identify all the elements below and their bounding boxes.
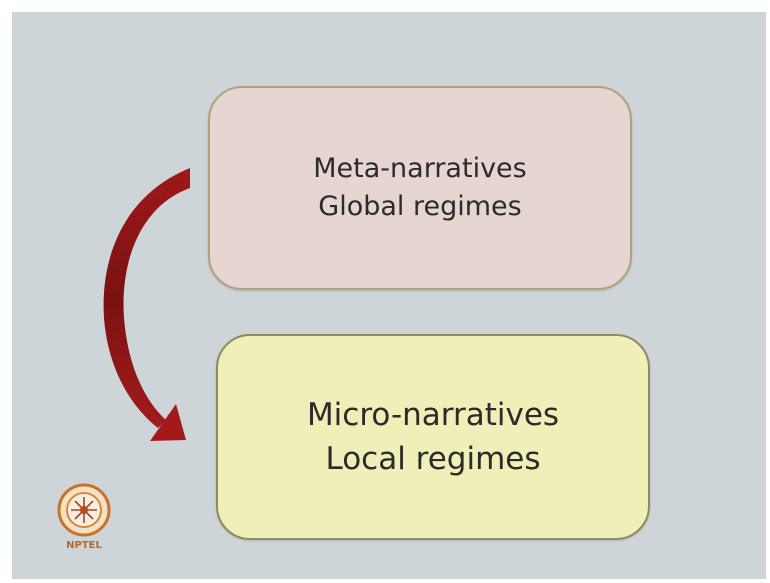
micro-narratives-label: Micro-narratives — [306, 397, 560, 433]
micro-narratives-box: Micro-narratives Local regimes — [216, 334, 650, 540]
nptel-logo-icon: NPTEL — [57, 483, 111, 551]
arrow-head — [150, 404, 186, 441]
local-regimes-label: Local regimes — [325, 441, 541, 477]
nptel-logo-text: NPTEL — [66, 540, 102, 551]
meta-narratives-label: Meta-narratives — [313, 153, 527, 184]
meta-narratives-box: Meta-narratives Global regimes — [208, 86, 632, 290]
arrow-body — [103, 168, 190, 428]
global-regimes-label: Global regimes — [318, 191, 522, 222]
